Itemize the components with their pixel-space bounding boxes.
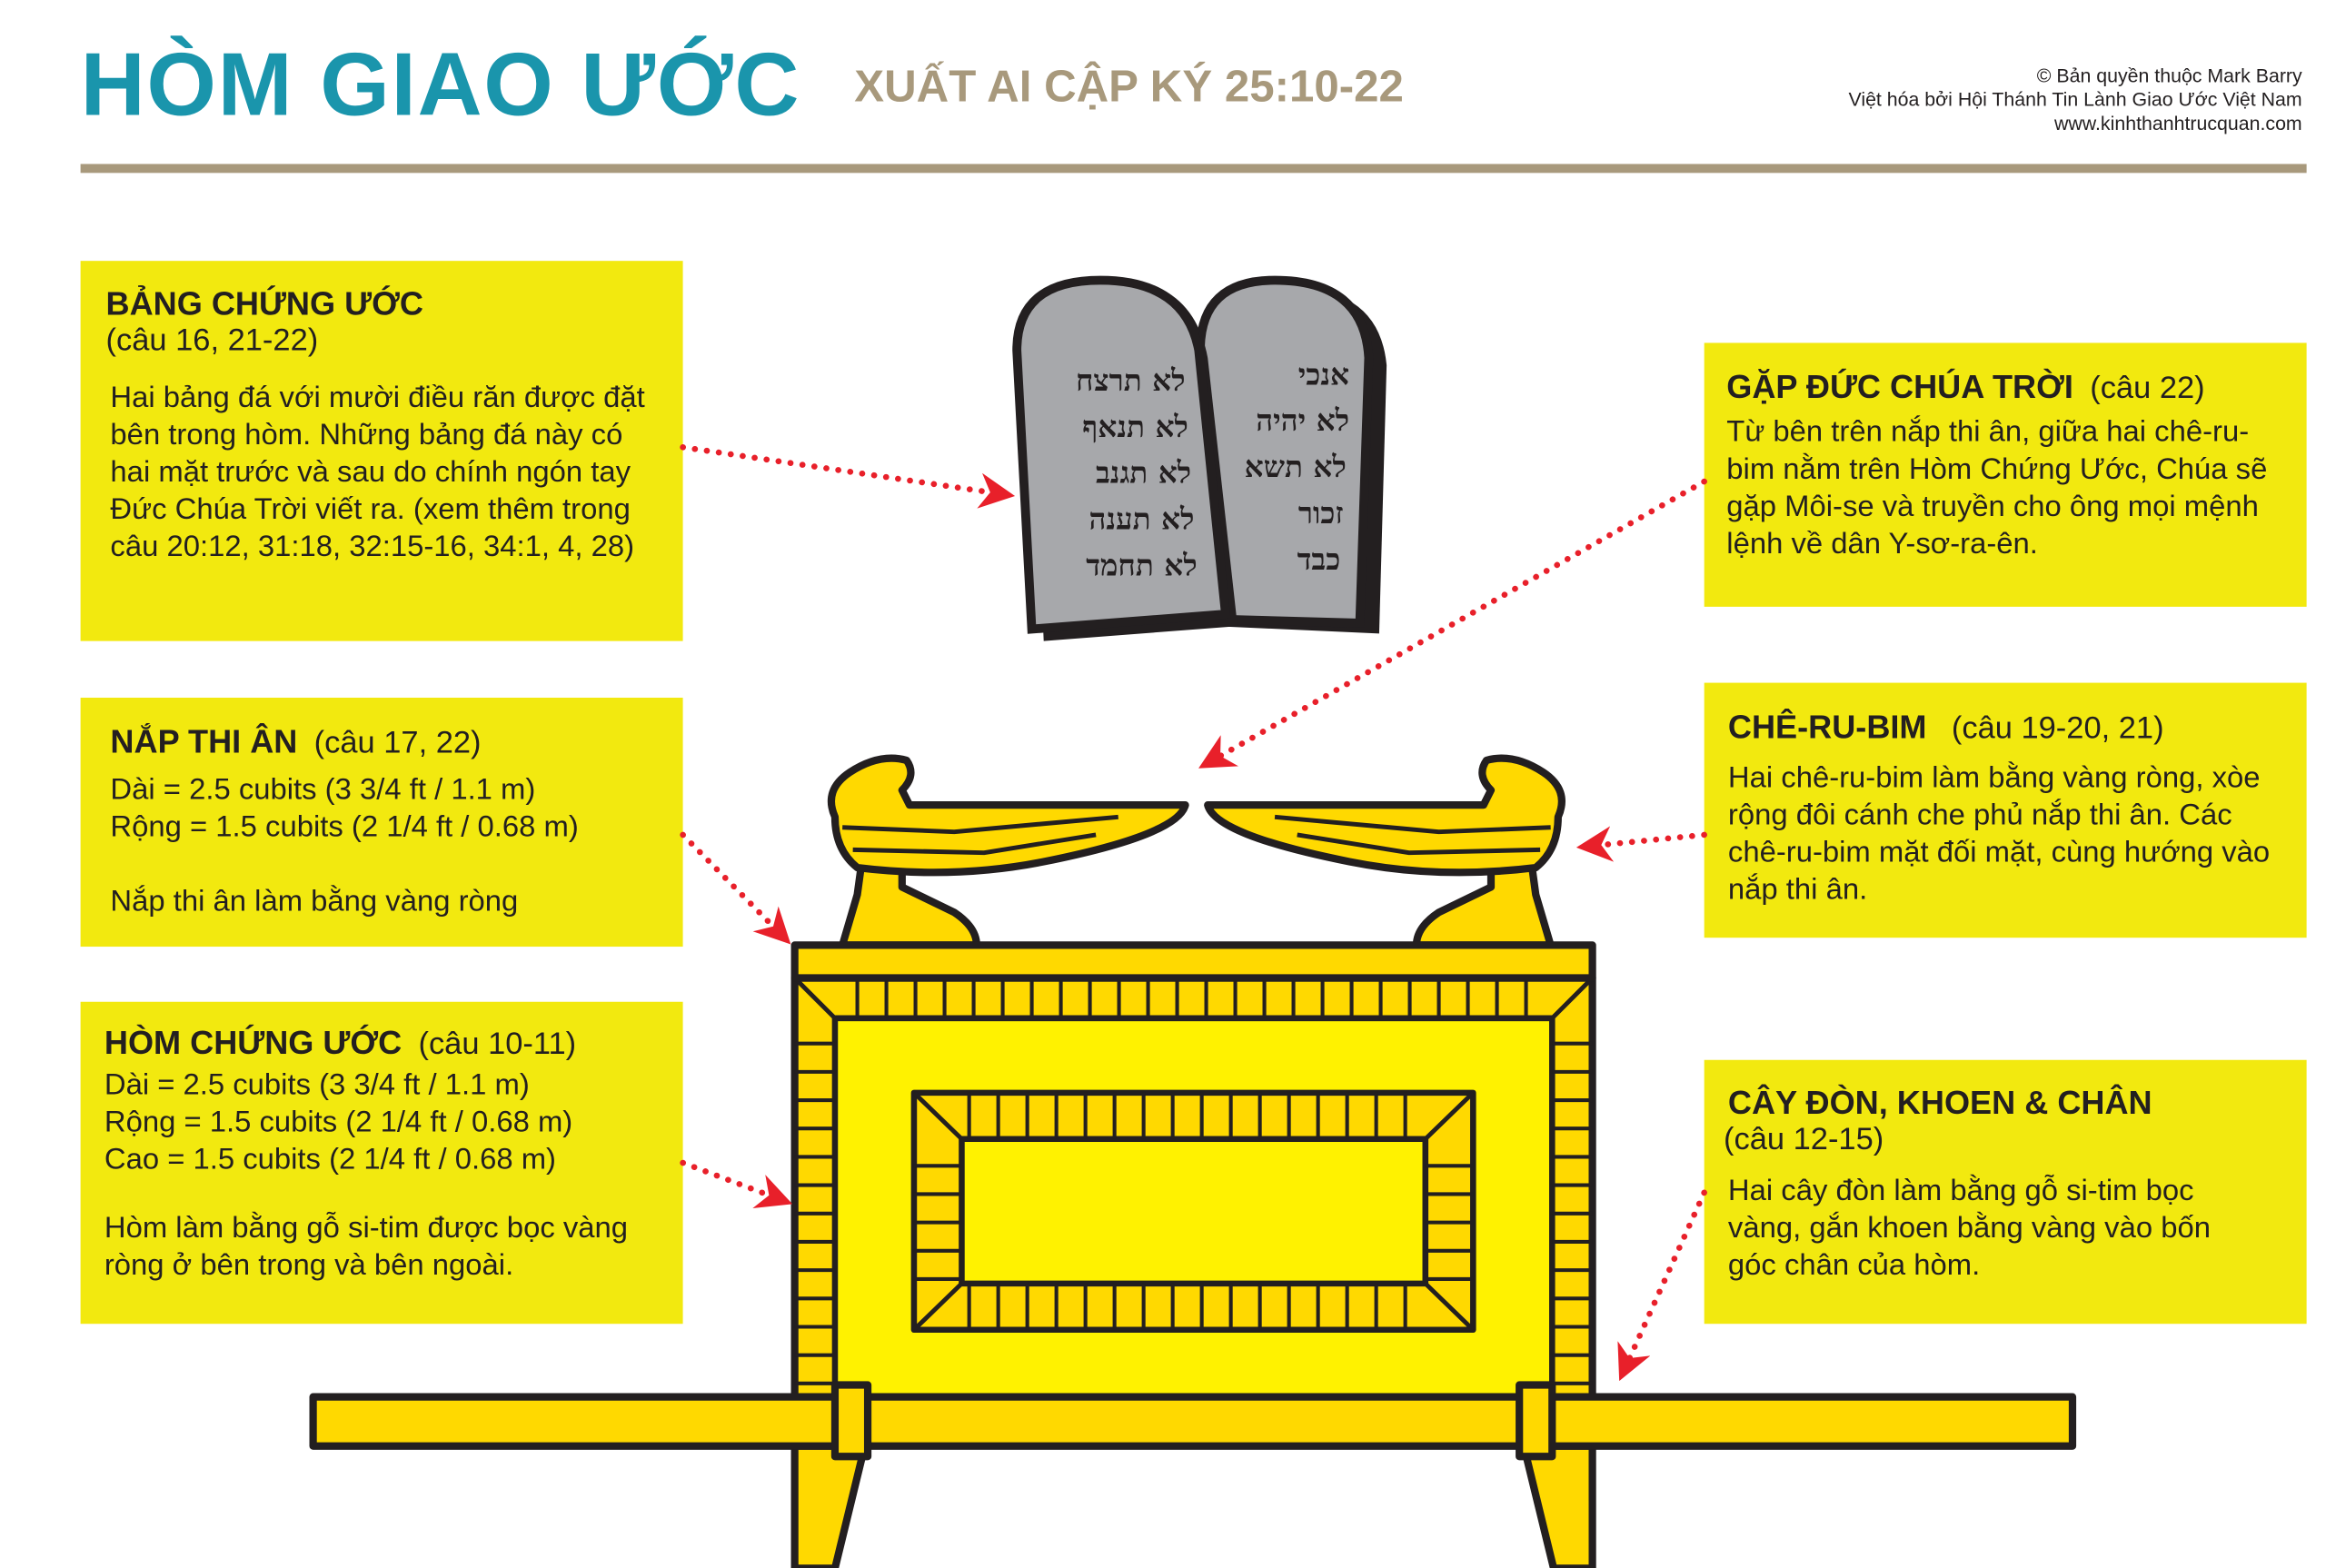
box-heading: NẮP THI ÂN: [110, 722, 298, 760]
arrow-cherubim: [1576, 826, 1707, 862]
tablet-line: זכור: [1298, 495, 1344, 531]
box-heading: BẢNG CHỨNG ƯỚC: [105, 284, 423, 323]
box-ark: HÒM CHỨNG ƯỚC (câu 10-11) Dài = 2.5 cubi…: [80, 1001, 683, 1325]
tablet-line: לא תחמד: [1086, 547, 1198, 582]
translation-credit: Việt hóa bởi Hội Thánh Tin Lành Giao Ước…: [1848, 87, 2302, 111]
tablet-line: אנכי: [1298, 356, 1349, 392]
box-meet-god: GẶP ĐỨC CHÚA TRỜI (câu 22) Từ bên trên n…: [1704, 342, 2307, 607]
dimension-height: Cao = 1.5 cubits (2 1/4 ft / 0.68 m): [104, 1143, 556, 1176]
mercy-seat: [790, 941, 1596, 982]
copyright: © Bản quyền thuộc Mark Barry: [2036, 64, 2302, 87]
box-body: Hai cây đòn làm bằng gỗ si-tim bọc vàng,…: [1727, 1175, 2211, 1283]
box-body: Hai bảng đá với mười điều răn được đặt b…: [110, 382, 645, 564]
box-ref: (câu 22): [2090, 371, 2205, 406]
arrow-mercy-seat: [680, 831, 791, 945]
cherub-left: [827, 754, 1189, 949]
cherub-right: [1204, 754, 1566, 949]
box-ref: (câu 16, 21-22): [105, 323, 319, 358]
tablet-line: לא תענה: [1088, 501, 1194, 537]
box-cherubim: CHÊ-RU-BIM (câu 19-20, 21) Hai chê-ru-bi…: [1704, 682, 2307, 938]
tablet-line: לא תרצח: [1076, 362, 1186, 398]
tablet-line: לא תגנב: [1096, 455, 1191, 491]
box-body: Hai chê-ru-bim làm bằng vàng ròng, xòe r…: [1727, 761, 2271, 907]
dimension-width: Rộng = 1.5 cubits (2 1/4 ft / 0.68 m): [110, 810, 579, 844]
ring-left: [830, 1381, 872, 1461]
box-body: Từ bên trên nắp thi ân, giữa hai chê-ru-…: [1726, 415, 2268, 561]
stone-tablets: לא תרצח לא תנאף לא תגנב לא תענה לא תחמד …: [1012, 275, 1387, 641]
tablet-line: לא תשא: [1245, 449, 1347, 484]
arrow-tablets: [680, 444, 1016, 509]
dimension-width: Rộng = 1.5 cubits (2 1/4 ft / 0.68 m): [104, 1106, 573, 1139]
box-heading: GẶP ĐỨC CHÚA TRỜI: [1726, 368, 2073, 406]
arrow-meet-god: [1198, 478, 1707, 769]
box-body: Nắp thi ân làm bằng vàng ròng: [110, 885, 519, 918]
leg-left: [790, 1442, 869, 1568]
carrying-pole: [309, 1393, 2077, 1450]
dimension-length: Dài = 2.5 cubits (3 3/4 ft / 1.1 m): [104, 1068, 530, 1102]
box-heading: CHÊ-RU-BIM: [1727, 708, 1927, 746]
box-tablets: BẢNG CHỨNG ƯỚC (câu 16, 21-22) Hai bảng …: [80, 261, 683, 641]
website: www.kinhthanhtrucquan.com: [2053, 112, 2302, 134]
ring-right: [1516, 1381, 1556, 1461]
box-ref: (câu 17, 22): [313, 726, 482, 760]
leg-right: [1519, 1442, 1596, 1568]
box-body: Hòm làm bằng gỗ si-tim được bọc vàng ròn…: [104, 1212, 629, 1283]
credits: © Bản quyền thuộc Mark Barry Việt hóa bở…: [1848, 65, 2301, 136]
page-title: HÒM GIAO ƯỚC: [80, 34, 801, 134]
arrow-ark: [680, 1159, 793, 1208]
scripture-reference: XUẤT AI CẬP KÝ 25:10-22: [854, 62, 1404, 113]
tablet-line: לא תנאף: [1082, 409, 1188, 444]
box-heading: CÂY ĐÒN, KHOEN & CHÂN: [1727, 1084, 2152, 1122]
tablet-line: כבד: [1297, 541, 1341, 577]
box-ref: (câu 12-15): [1723, 1122, 1884, 1157]
header-divider: [80, 164, 2307, 174]
dimension-length: Dài = 2.5 cubits (3 3/4 ft / 1.1 m): [110, 773, 536, 807]
box-ref: (câu 19-20, 21): [1951, 710, 2164, 746]
box-poles: CÂY ĐÒN, KHOEN & CHÂN (câu 12-15) Hai câ…: [1704, 1059, 2307, 1325]
arrow-poles: [1617, 1189, 1707, 1382]
box-ref: (câu 10-11): [418, 1027, 577, 1062]
box-heading: HÒM CHỨNG ƯỚC: [104, 1024, 403, 1062]
box-mercy-seat: NẮP THI ÂN (câu 17, 22) Dài = 2.5 cubits…: [80, 697, 683, 948]
tablet-line: לא יהיה: [1256, 402, 1349, 438]
